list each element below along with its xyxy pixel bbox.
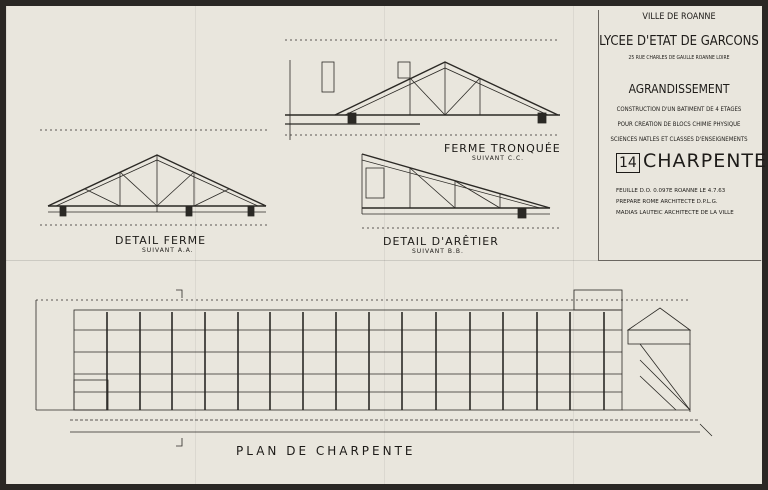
- sheet-meta-2: PREPARE ROME ARCHITECTE D.P.L.G.: [616, 199, 718, 205]
- blueprint-sheet: [6, 6, 762, 484]
- project-desc-3: SCIENCES NATLES ET CLASSES D'ENSEIGNEMEN…: [610, 136, 748, 143]
- sheet-title: CHARPENTE: [643, 150, 768, 172]
- detail-ferme-truss: [40, 129, 270, 226]
- detail-aretier-subtitle: SUIVANT B.B.: [412, 248, 464, 255]
- ferme-tronquee-title: FERME TRONQUÉE: [444, 142, 561, 155]
- school-address: 25 RUE CHARLES DE GAULLE ROANNE LOIRE: [628, 55, 730, 61]
- ferme-tronquee-subtitle: SUIVANT C.C.: [472, 155, 525, 162]
- sheet-meta-3: MADIAS LAUTEIC ARCHITECTE DE LA VILLE: [616, 210, 734, 216]
- detail-ferme-title: DETAIL FERME: [115, 234, 207, 247]
- fold-line: [6, 260, 762, 261]
- sheet-number: 14: [616, 153, 640, 173]
- plan-charpente: [35, 289, 713, 447]
- title-block: [598, 10, 761, 261]
- project-name: AGRANDISSEMENT: [628, 82, 730, 96]
- detail-aretier-title: DETAIL D'ARÊTIER: [383, 235, 499, 248]
- detail-ferme-subtitle: SUIVANT A.A.: [142, 247, 194, 254]
- sheet-meta-1: FEUILLE D.O. 0.097E ROANNE LE 4.7.63: [616, 188, 726, 194]
- project-desc-1: CONSTRUCTION D'UN BATIMENT DE 4 ETAGES: [616, 106, 742, 113]
- plan-charpente-title: PLAN DE CHARPENTE: [236, 444, 416, 458]
- school-name: LYCEE D'ETAT DE GARCONS: [599, 34, 759, 49]
- detail-aretier-truss: [361, 153, 560, 229]
- ferme-tronquee-truss: [285, 39, 560, 140]
- city-name: VILLE DE ROANNE: [642, 12, 716, 22]
- project-desc-2: POUR CREATION DE BLOCS CHIMIE PHYSIQUE: [617, 121, 741, 128]
